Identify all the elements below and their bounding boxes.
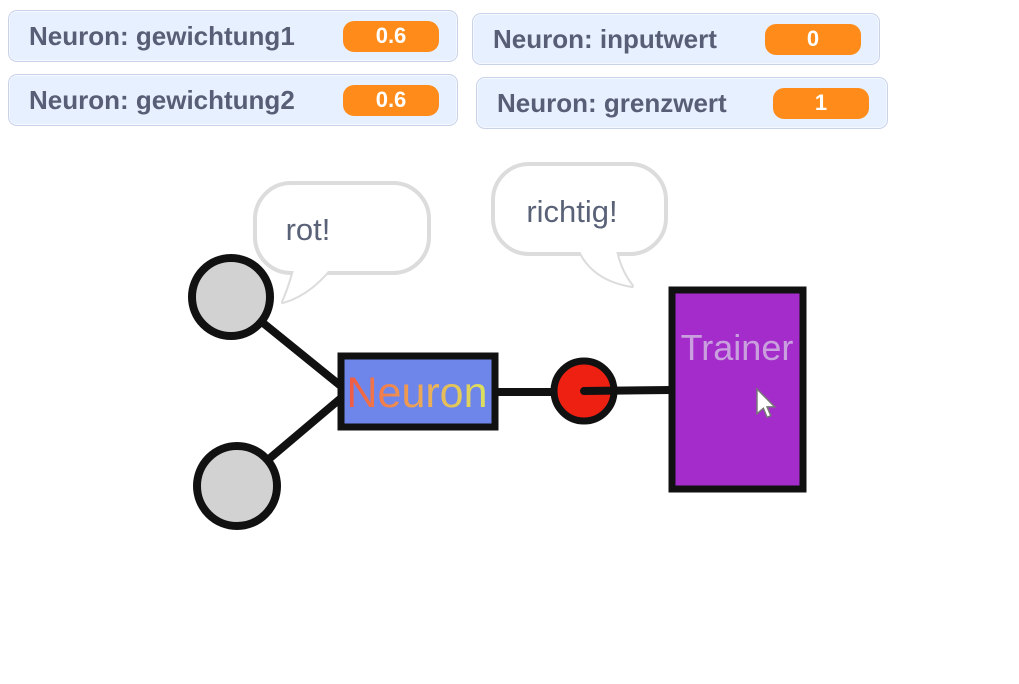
neuron-sprite-label: Neuron [346,369,487,417]
connection-line-output-trainer [580,386,675,395]
input-node-2-sprite[interactable] [193,442,281,530]
variable-monitor-grenzwert[interactable]: Neuron: grenzwert 1 [476,77,888,129]
variable-monitor-label: Neuron: inputwert [493,23,717,54]
variable-monitor-value: 0 [765,23,861,55]
variable-monitor-label: Neuron: grenzwert [497,87,727,118]
speech-bubble-body [491,162,668,256]
speech-bubble-text: rot! [286,212,331,247]
variable-monitor-gewichtung2[interactable]: Neuron: gewichtung2 0.6 [8,74,458,126]
neuron-sprite[interactable] [337,352,499,431]
variable-monitor-value: 0.6 [343,84,439,116]
input-node-1-sprite[interactable] [188,254,274,340]
variable-monitor-label: Neuron: gewichtung2 [29,84,295,115]
speech-bubble-body [253,181,431,275]
variable-monitor-inputwert[interactable]: Neuron: inputwert 0 [472,13,880,65]
speech-bubble-tail-join [577,244,632,286]
speech-bubble-right: richtig! [491,162,668,288]
speech-bubble-left: rot! [253,181,431,304]
speech-bubble-tail-join [283,258,338,302]
speech-bubble-text: richtig! [526,194,617,229]
trainer-sprite[interactable] [668,286,807,493]
variable-monitor-gewichtung1[interactable]: Neuron: gewichtung1 0.6 [8,10,458,62]
variable-monitor-label: Neuron: gewichtung1 [29,20,295,51]
trainer-sprite-label: Trainer [681,327,794,368]
mouse-cursor [756,387,777,419]
variable-monitor-value: 1 [773,87,869,119]
variable-monitor-value: 0.6 [343,20,439,52]
